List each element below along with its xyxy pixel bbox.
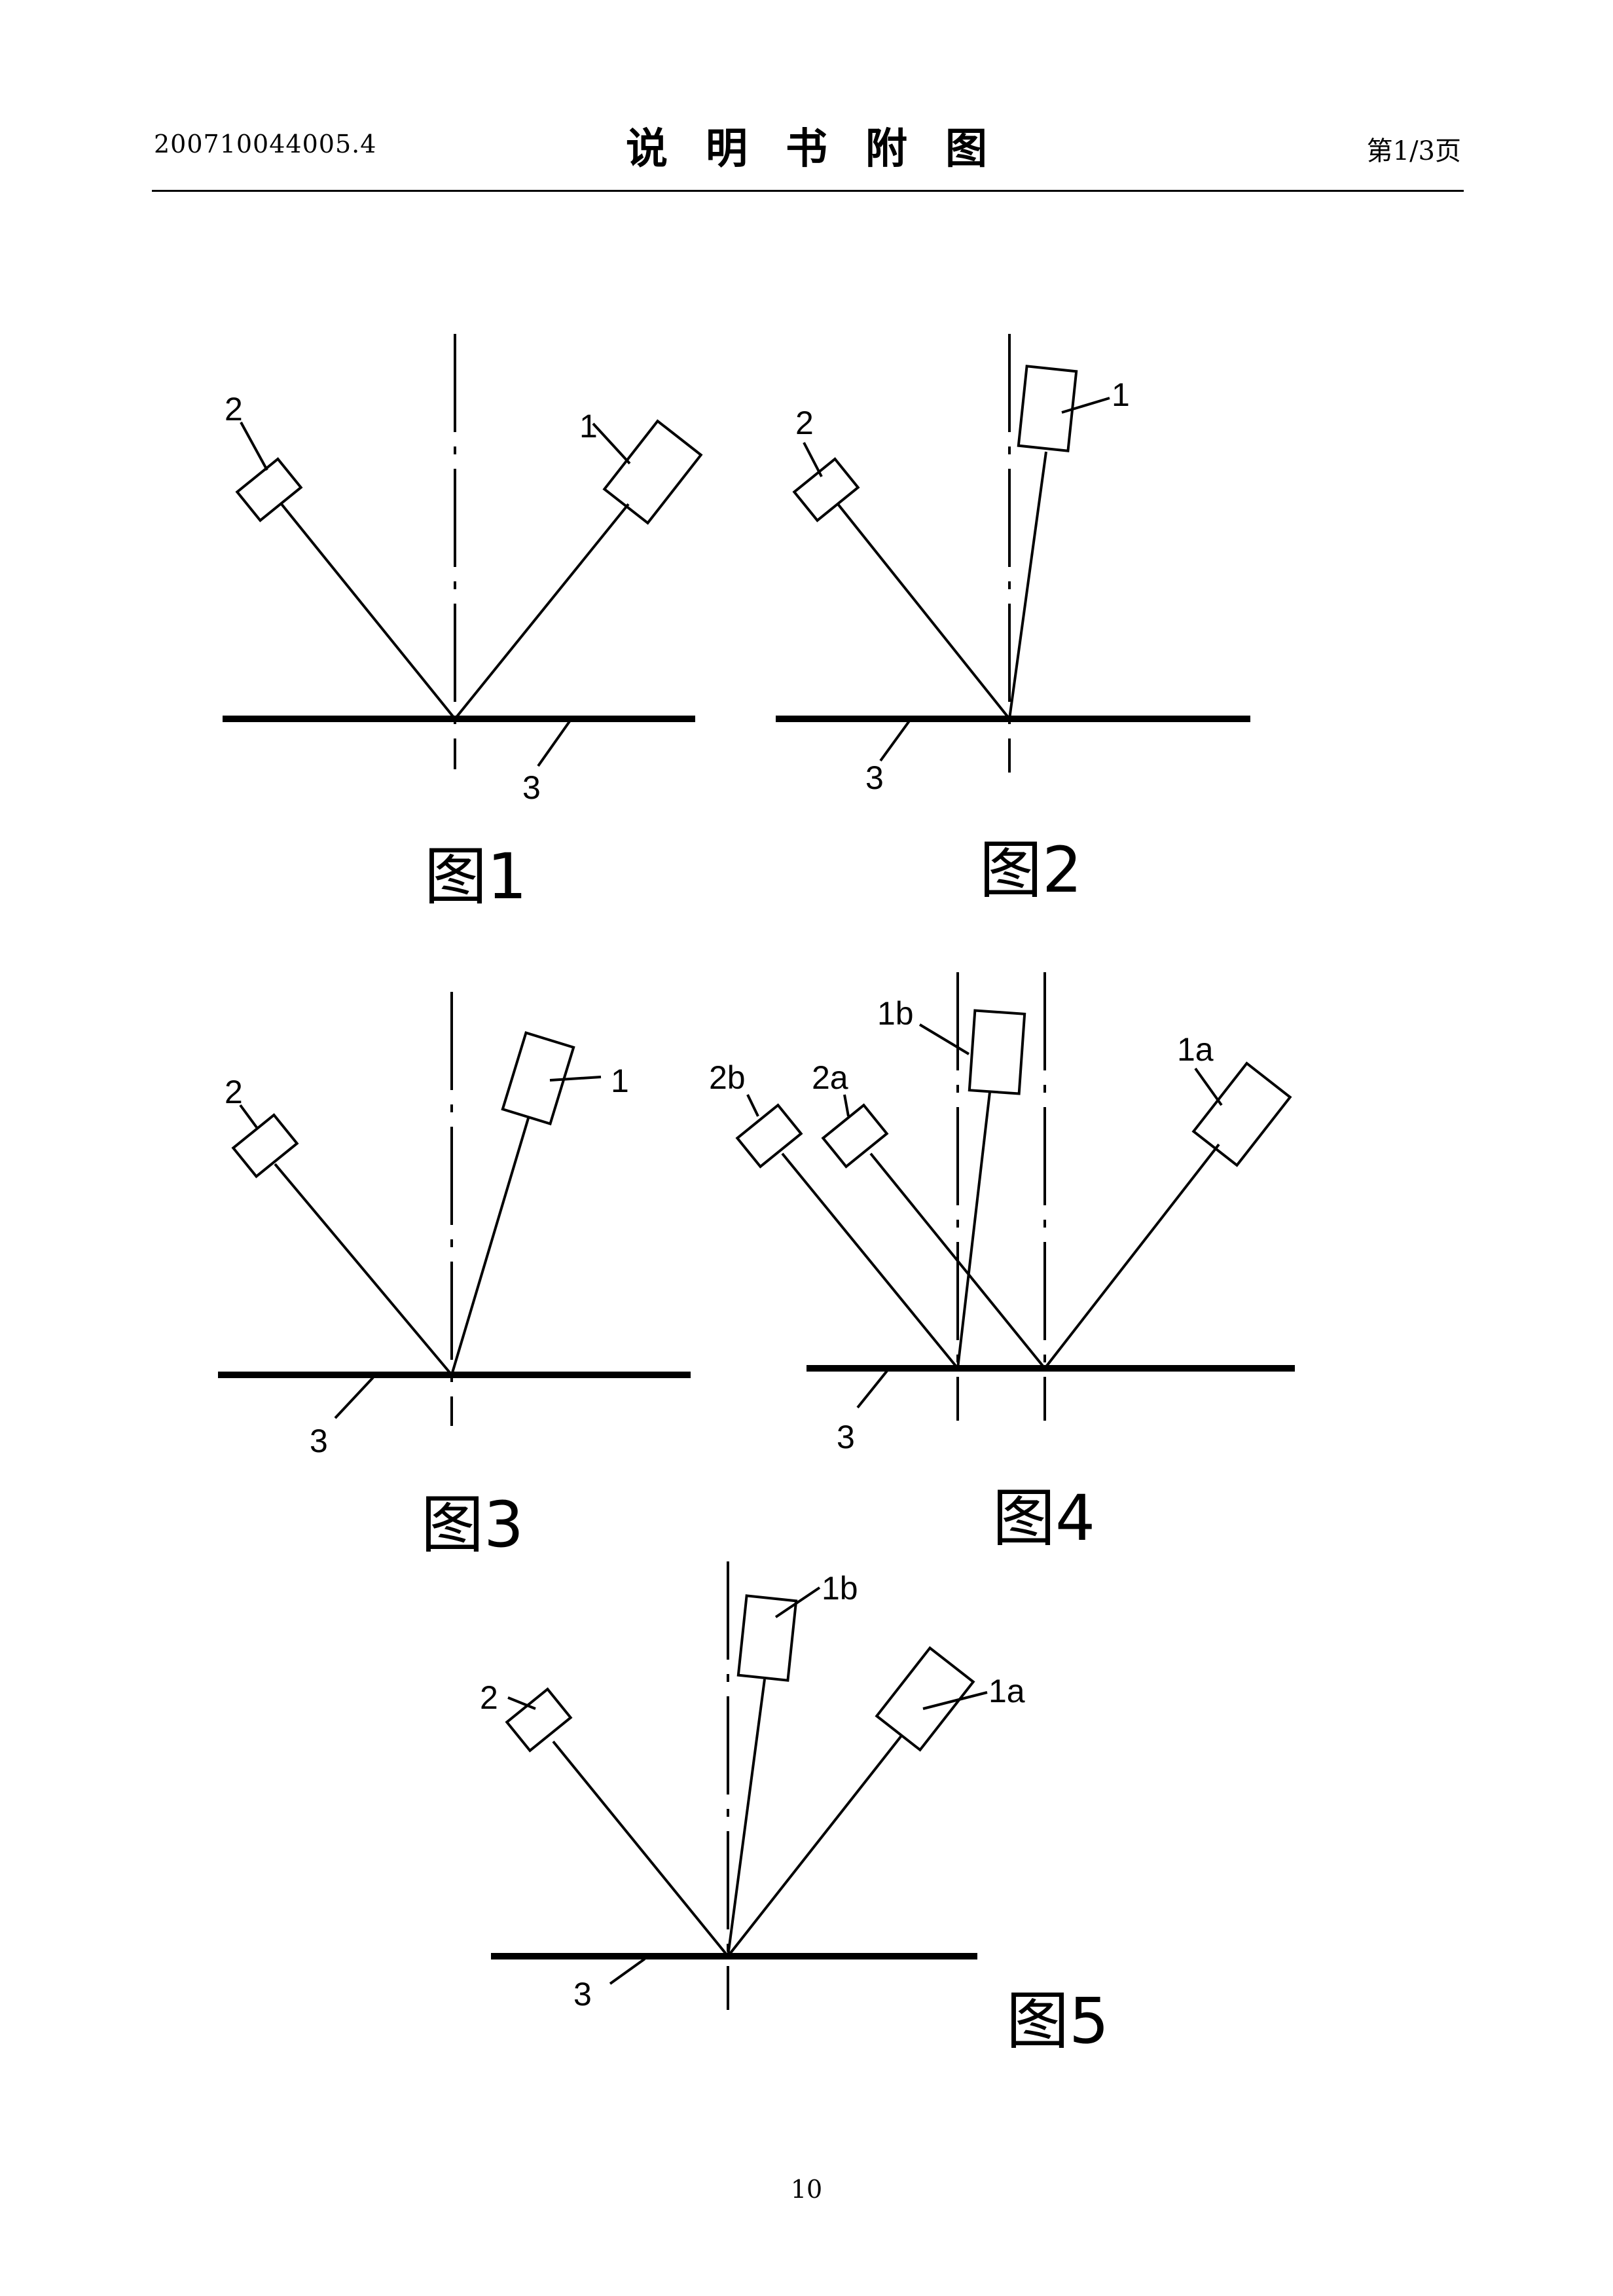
leader-3 [538, 721, 570, 766]
sensor-beam [452, 1118, 528, 1375]
leader-1 [550, 1077, 601, 1080]
figure-caption: 图1 [424, 840, 527, 913]
sensor-b-beam [958, 1092, 990, 1368]
leader-3 [880, 720, 910, 761]
detector-b-beam [782, 1154, 958, 1368]
figure-3: 2 1 3 图3 [218, 992, 691, 1561]
leader-2b [748, 1095, 758, 1116]
label-surface: 3 [310, 1423, 328, 1459]
sensor-beam [455, 504, 628, 719]
leader-2 [241, 422, 267, 470]
leader-3 [858, 1371, 887, 1408]
leader-3 [610, 1959, 645, 1984]
leader-1b [776, 1588, 820, 1617]
sensor-beam [1009, 452, 1046, 719]
label-detector-a: 2a [812, 1059, 848, 1096]
label-surface: 3 [522, 769, 541, 806]
detector-a-box [823, 1105, 886, 1167]
sensor-a-box [1193, 1063, 1290, 1165]
detector-box [233, 1115, 297, 1176]
sensor-box [604, 421, 700, 523]
label-sensor: 1 [579, 408, 598, 445]
figure-caption: 图5 [1006, 1984, 1109, 2058]
leader-2a [844, 1095, 848, 1116]
label-sensor-a: 1a [1177, 1031, 1214, 1068]
label-detector-b: 2b [709, 1059, 746, 1096]
label-surface: 3 [865, 759, 884, 796]
label-detector: 2 [225, 391, 243, 428]
label-detector: 2 [795, 405, 814, 441]
label-sensor-b: 1b [877, 995, 914, 1032]
label-detector: 2 [225, 1074, 243, 1110]
figure-5: 2 1b 1a 3 图5 [480, 1561, 1109, 2058]
leader-3 [335, 1377, 373, 1418]
label-sensor-b: 1b [822, 1570, 858, 1607]
detector-box [507, 1689, 570, 1751]
label-surface: 3 [573, 1976, 592, 2013]
detector-beam [838, 504, 1009, 719]
leader-2 [804, 443, 822, 477]
leader-1 [593, 424, 630, 464]
sensor-a-beam [1045, 1144, 1219, 1368]
leader-1 [1062, 398, 1110, 412]
figure-4: 1b 1a 2b 2a 3 图4 [709, 972, 1295, 1555]
detector-beam [275, 1164, 452, 1375]
leader-1b [920, 1025, 969, 1054]
detector-box [794, 459, 858, 520]
leader-1a [1195, 1068, 1222, 1105]
detector-box [237, 459, 300, 520]
sensor-box [1019, 366, 1076, 450]
sensor-b-box [970, 1010, 1024, 1093]
figure-2: 2 1 3 图2 [776, 334, 1250, 907]
figure-caption: 图3 [421, 1488, 524, 1561]
detector-beam [281, 504, 455, 719]
label-detector: 2 [480, 1679, 498, 1716]
page-number: 10 [0, 2175, 1613, 2204]
label-sensor: 1 [1112, 376, 1130, 413]
label-surface: 3 [837, 1419, 855, 1455]
figure-caption: 图2 [979, 833, 1082, 907]
detector-beam [553, 1741, 728, 1956]
detector-b-box [737, 1105, 801, 1167]
label-sensor: 1 [611, 1063, 629, 1099]
figure-1: 2 1 3 图1 [223, 334, 701, 913]
figure-caption: 图4 [992, 1482, 1095, 1555]
label-sensor-a: 1a [988, 1673, 1025, 1709]
